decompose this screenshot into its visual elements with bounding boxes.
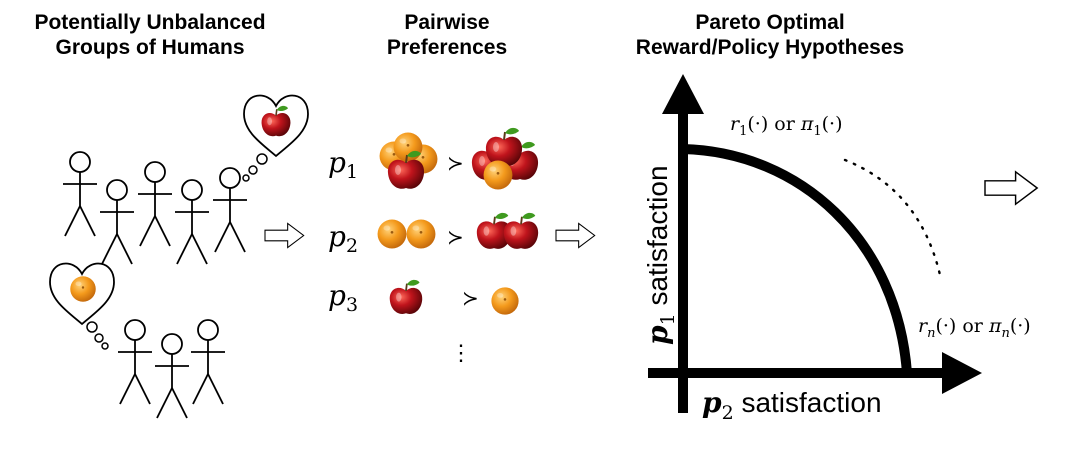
y-axis-arrowhead: [662, 74, 704, 114]
thought-dot: [248, 165, 258, 175]
orange-icon: [70, 276, 96, 302]
person-icon: [154, 333, 190, 419]
top-hypothesis-label: r1(·) or π1(·): [730, 113, 843, 139]
thought-dot: [101, 342, 109, 350]
person-icon: [117, 319, 153, 405]
heading-human-groups-line2: Groups of Humans: [55, 36, 245, 59]
two-oranges-icon: [377, 219, 436, 249]
bottom-hypothesis-label: rn(·) or πn(·): [918, 315, 1031, 341]
heading-pareto-optimal-line2: Reward/Policy Hypotheses: [635, 36, 905, 59]
heading-pareto-optimal-line1: Pareto Optimal: [695, 11, 845, 34]
person-icon: [62, 151, 98, 237]
person-icon: [99, 179, 135, 265]
thought-dot: [242, 174, 250, 182]
preference-label: p1: [328, 146, 358, 183]
heading-pairwise-preferences: Pairwise Preferences: [352, 10, 542, 60]
preference-p2: p2 ≻: [328, 211, 540, 257]
apple-icon: [388, 278, 424, 315]
person-icon: [190, 319, 226, 405]
person-icon: [174, 179, 210, 265]
oranges-with-apple-icon: [379, 132, 438, 190]
preference-p1: p1 ≻: [328, 126, 540, 190]
x-axis-arrowhead: [942, 352, 982, 394]
apple-group: [62, 151, 248, 265]
pareto-front-dots: [843, 158, 942, 277]
preference-label: p2: [328, 220, 358, 257]
succ-symbol: ≻: [447, 225, 464, 249]
y-axis-label: p1 satisfaction: [641, 165, 679, 345]
succ-symbol: ≻: [462, 286, 479, 310]
preference-p3: p3 ≻: [328, 278, 519, 316]
heading-human-groups-line1: Potentially Unbalanced: [34, 11, 266, 34]
preference-label: p3: [328, 279, 358, 316]
thought-dot: [94, 333, 104, 343]
pareto-plot: p1 satisfaction p2 satisfaction r1(·) or…: [641, 74, 1031, 424]
apple-thought-bubble: [242, 94, 309, 182]
apples-with-orange-icon: [470, 126, 540, 190]
succ-symbol: ≻: [447, 151, 464, 175]
orange-icon: [491, 287, 519, 315]
arrow-right-icon: [555, 222, 596, 249]
person-icon: [212, 167, 248, 253]
person-icon: [137, 161, 173, 247]
orange-thought-bubble: [49, 262, 115, 350]
orange-group: [117, 319, 226, 419]
heading-pareto-optimal: Pareto Optimal Reward/Policy Hypotheses: [600, 10, 940, 60]
more-preferences-ellipsis: ⋮: [450, 341, 472, 366]
heading-human-groups: Potentially Unbalanced Groups of Humans: [0, 10, 300, 60]
thought-dot: [256, 153, 268, 165]
thought-dot: [86, 321, 98, 333]
pareto-front-curve: [682, 144, 912, 374]
two-apples-icon: [475, 211, 540, 250]
x-axis-label: p2 satisfaction: [702, 386, 882, 424]
arrow-right-icon: [264, 222, 305, 249]
arrow-right-icon: [983, 170, 1039, 206]
heading-pairwise-preferences-line2: Preferences: [386, 36, 508, 59]
heading-pairwise-preferences-line1: Pairwise: [404, 11, 490, 34]
